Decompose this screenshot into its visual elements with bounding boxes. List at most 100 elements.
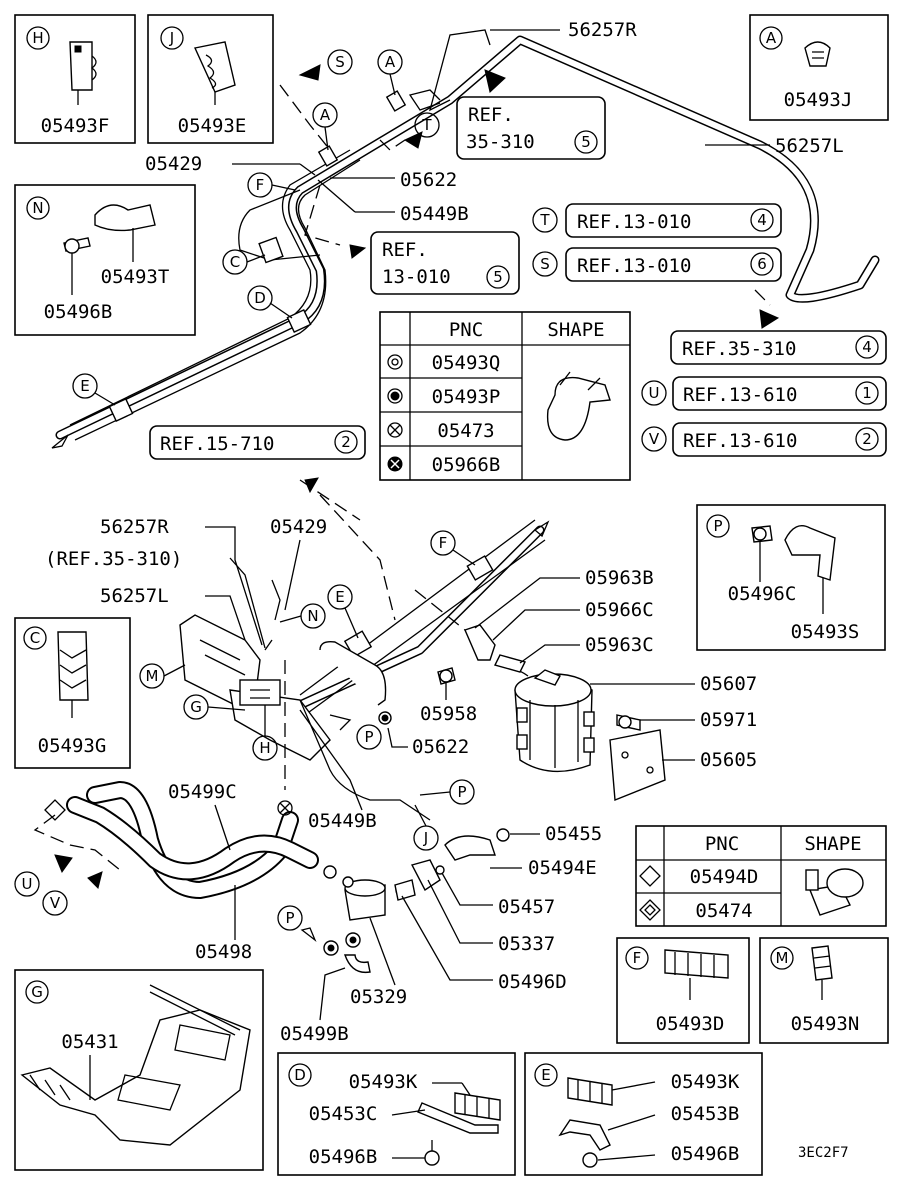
callouts-mid: 56257R (REF.35-310) 56257L 05429 05963B … [45,516,757,851]
part-05493J: 05493J [784,89,853,111]
svg-text:G: G [190,698,202,716]
inset-box-j: J 05493E [147,14,274,144]
ref-13-010-5: REF. 13-010 5 [370,231,520,295]
callouts-top: 56257R 56257L 05429 05622 05449B [145,19,844,225]
inset-box-p: P 05496C 05493S [696,504,886,651]
svg-text:4: 4 [757,211,767,229]
callout-05455: 05455 [545,823,602,845]
part-05493S: 05493S [791,621,860,643]
svg-text:H: H [259,739,270,757]
part-05493E: 05493E [178,115,247,137]
inset-d-letter: D [294,1066,306,1084]
callout-05605: 05605 [700,749,757,771]
table2-row-1: 05474 [695,900,752,922]
callout-56257R-mid: 56257R [100,516,169,538]
ref-35-310-5: REF. 35-310 5 [456,96,606,160]
part-05493N: 05493N [791,1013,860,1035]
callout-05499B: 05499B [280,1023,349,1045]
ref-13-610-1: U REF.13-610 1 [641,376,887,411]
ref-13-010-6: S REF.13-010 6 [532,247,782,282]
inset-e-letter: E [541,1066,550,1084]
letter-markers-mid: F E N M G H P P J U V P [14,530,476,943]
svg-text:V: V [649,430,660,448]
inset-box-g: G 05431 [14,969,264,1171]
svg-text:M: M [146,667,159,685]
table2-row-0: 05494D [690,866,759,888]
part-05493T: 05493T [101,266,170,288]
svg-text:S: S [540,255,550,273]
svg-text:REF.13-610: REF.13-610 [683,430,797,452]
callouts-lower: 05455 05494E 05457 05337 05496D 05498 05… [195,823,602,1045]
inset-box-n: N 05493T 05496B [14,184,196,336]
letter-markers-top: S A A T F C D E [72,49,440,406]
part-05496B-e: 05496B [671,1143,740,1165]
svg-text:P: P [364,728,373,746]
svg-text:A: A [385,53,396,71]
svg-text:6: 6 [757,255,767,273]
callout-05449B-top: 05449B [400,203,469,225]
inset-j-letter: J [169,29,174,47]
svg-text:35-310: 35-310 [466,131,535,153]
inset-g-letter: G [31,983,43,1001]
ref-13-610-2: V REF.13-610 2 [641,422,887,457]
diagram-code: 3EC2F7 [798,1145,849,1161]
callout-05498: 05498 [195,941,252,963]
svg-text:1: 1 [862,384,872,402]
svg-text:2: 2 [341,433,351,451]
callout-05958: 05958 [420,703,477,725]
svg-text:2: 2 [862,430,872,448]
inset-box-d: D 05493K 05453C 05496B [277,1052,516,1176]
callout-05329: 05329 [350,986,407,1008]
part-05496B-d: 05496B [309,1146,378,1168]
svg-text:F: F [439,534,448,552]
svg-text:N: N [307,607,318,625]
svg-text:4: 4 [862,338,872,356]
part-05493G: 05493G [38,735,107,757]
callout-05496D: 05496D [498,971,567,993]
table1-header-pnc: PNC [449,319,483,341]
table1-row-2: 05473 [437,420,494,442]
svg-text:P: P [457,783,466,801]
callout-05494E: 05494E [528,857,597,879]
svg-text:REF.: REF. [382,239,428,261]
svg-text:U: U [649,384,660,402]
hose-assembly [33,781,510,974]
callout-05499C: 05499C [168,781,237,803]
callout-05429-top: 05429 [145,153,202,175]
inset-box-a: A 05493J [749,14,889,121]
callout-56257L-mid: 56257L [100,585,169,607]
inset-box-h: H 05493F [14,14,136,144]
callout-05963B: 05963B [585,567,654,589]
svg-text:REF.: REF. [468,104,514,126]
table2-header-pnc: PNC [705,833,739,855]
inset-c-letter: C [30,629,40,647]
ref-35-310-4: REF.35-310 4 [670,330,887,365]
inset-box-m: M 05493N [759,937,889,1044]
svg-text:T: T [539,211,550,229]
callout-05971: 05971 [700,709,757,731]
table1-row-0: 05493Q [432,352,501,374]
svg-text:5: 5 [581,133,591,151]
part-05493F: 05493F [41,115,110,137]
inset-n-letter: N [32,199,43,217]
svg-text:REF.15-710: REF.15-710 [160,433,274,455]
fuel-filter-canister [437,624,666,802]
ref-13-010-4: T REF.13-010 4 [532,203,782,238]
callout-05337: 05337 [498,933,555,955]
svg-text:REF.35-310: REF.35-310 [682,338,796,360]
table-shape-2: PNC SHAPE 05494D 05474 [635,825,887,927]
inset-box-f: F 05493D [616,937,750,1044]
callout-56257L-top: 56257L [775,135,844,157]
callout-05429-mid: 05429 [270,516,327,538]
callout-56257R-top: 56257R [568,19,637,41]
inset-f-letter: F [633,949,642,967]
part-05453C: 05453C [309,1103,378,1125]
svg-text:U: U [22,875,33,893]
table1-row-3: 05966B [432,454,501,476]
part-05496C: 05496C [728,583,797,605]
inset-h-letter: H [32,29,43,47]
callout-05622-mid: 05622 [412,736,469,758]
callout-05963C: 05963C [585,634,654,656]
callout-05449B-mid: 05449B [308,810,377,832]
table2-header-shape: SHAPE [804,833,861,855]
